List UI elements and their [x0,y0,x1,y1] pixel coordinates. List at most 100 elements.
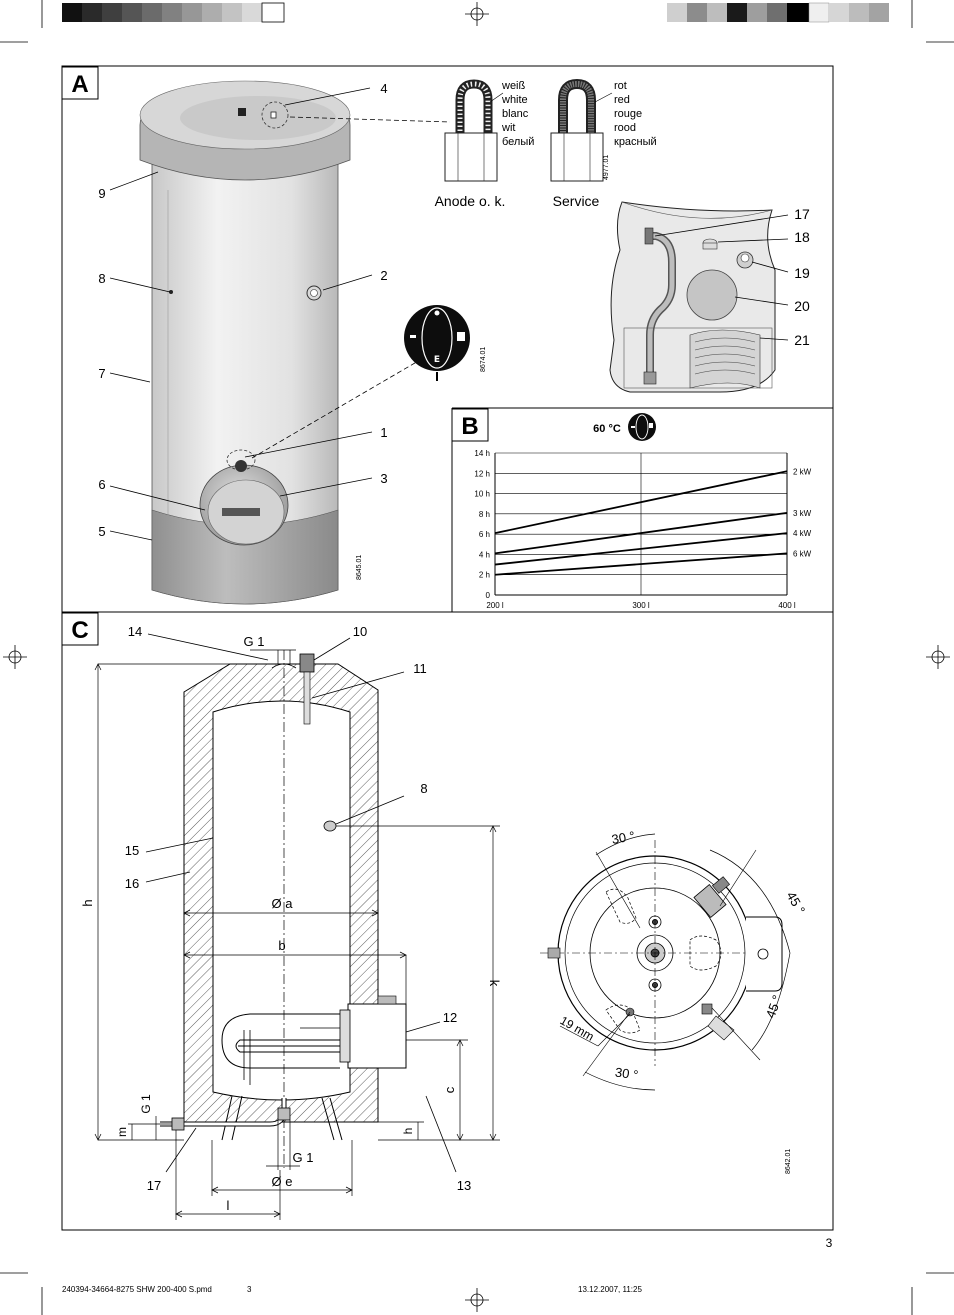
dim-19mm: 19 mm [558,1013,597,1043]
chart-y-tick-label: 12 h [474,469,490,478]
page-number: 3 [826,1236,833,1250]
anode-color-de: weiß [501,80,526,92]
svg-text:E: E [434,355,440,365]
anode-color-nl: wit [501,122,515,134]
callout-17-detail: 17 [794,206,810,222]
callout-20: 20 [794,298,810,314]
chart-series-line [494,532,788,566]
callout-21: 21 [794,332,810,348]
code-knob: 8674.01 [480,347,487,372]
registration-mark-top [465,2,489,26]
callout-4: 4 [380,81,387,96]
callout-1: 1 [380,425,387,440]
figure-frame [61,65,834,1231]
thermostat-knob: E [404,305,470,381]
callout-19: 19 [794,265,810,281]
dim-dia-e: Ø e [272,1174,293,1189]
code-main: 8645.01 [356,555,363,580]
code-section: 8642.01 [785,1149,792,1174]
chart-series-label: 3 kW [793,509,812,518]
chart-y-tick-label: 10 h [474,490,490,499]
chart-y-tick-label: 0 [486,591,491,600]
anode-indicator-service [550,78,604,182]
chart-y-tick-label: 8 h [479,510,490,519]
anode-color-ru: белый [502,136,534,148]
callout-9: 9 [98,186,105,201]
tank-cross-section [160,650,407,1168]
service-color-fr: rouge [614,108,642,120]
dim-b: b [278,938,285,953]
chart-series-line [494,470,788,535]
callout-18: 18 [794,229,810,245]
chart-series-label: 2 kW [793,467,812,476]
chart-temperature-label: 60 °C [593,423,621,435]
angle-45-right-2: 45 ° [763,993,785,1020]
chart-series-label: 4 kW [793,529,812,538]
registration-mark-bottom [465,1288,489,1312]
callout-3: 3 [380,471,387,486]
callout-10: 10 [353,624,367,639]
panel-c-letter: C [71,617,88,644]
service-color-ru: красный [614,136,657,148]
callout-7: 7 [98,366,105,381]
dim-h-small: h [401,1128,415,1135]
panel-b-letter: B [461,413,478,440]
dim-h: h [80,899,95,906]
anode-indicator-ok [444,79,498,182]
panel-a: A [61,66,810,605]
chart-series-line [494,511,788,555]
callout-13: 13 [457,1178,471,1193]
callout-6: 6 [98,477,105,492]
water-heater-tank [139,80,351,605]
footer-file: 240394-34664-8275 SHW 200-400 S.pmd [62,1285,212,1294]
registration-mark-right [926,645,950,669]
angle-30-bottom: 30 ° [614,1064,639,1082]
dim-dia-a: Ø a [272,896,294,911]
chart-y-tick-label: 4 h [479,550,490,559]
dim-c: c [442,1086,457,1093]
callout-16: 16 [125,876,139,891]
chart-series-label: 6 kW [793,549,812,558]
angle-30-top: 30 ° [610,828,636,847]
color-bar-right [667,2,889,23]
dim-m: m [115,1127,129,1137]
callout-11: 11 [413,661,427,676]
callout-17-section: 17 [147,1178,161,1193]
dim-g1-side: G 1 [139,1094,153,1114]
registration-mark-left [3,645,27,669]
chart-series-line [494,552,788,576]
panel-a-letter: A [71,71,88,98]
dim-g1-bottom: G 1 [293,1150,314,1165]
callout-2: 2 [380,268,387,283]
chart-x-tick-label: 300 l [632,601,650,610]
footer-date: 13.12.2007, 11:25 [578,1285,642,1294]
footer-page: 3 [247,1285,252,1294]
chart-knob-icon [628,413,656,441]
anode-ok-label: Anode o. k. [435,193,506,209]
callout-15: 15 [125,843,139,858]
dim-l: l [227,1198,230,1213]
chart-y-tick-label: 14 h [474,449,490,458]
color-bar-left [62,2,285,23]
anode-color-en: white [501,94,528,106]
callout-8: 8 [98,271,105,286]
callout-5: 5 [98,524,105,539]
dimension-lines [94,649,500,1220]
service-label: Service [553,193,600,209]
tank-top-view [540,833,791,1091]
dim-g1-top: G 1 [244,634,265,649]
anode-color-fr: blanc [502,108,529,120]
chart-y-tick-label: 6 h [479,530,490,539]
dim-k: k [487,980,502,987]
callout-14: 14 [128,624,142,639]
code-anode: 4977.01 [603,155,610,180]
callout-12: 12 [443,1010,457,1025]
chart-x-tick-label: 200 l [486,601,504,610]
callout-8-section: 8 [420,781,427,796]
tank-interior-detail [609,201,776,393]
service-color-de: rot [614,80,627,92]
panel-c: C [61,612,808,1220]
